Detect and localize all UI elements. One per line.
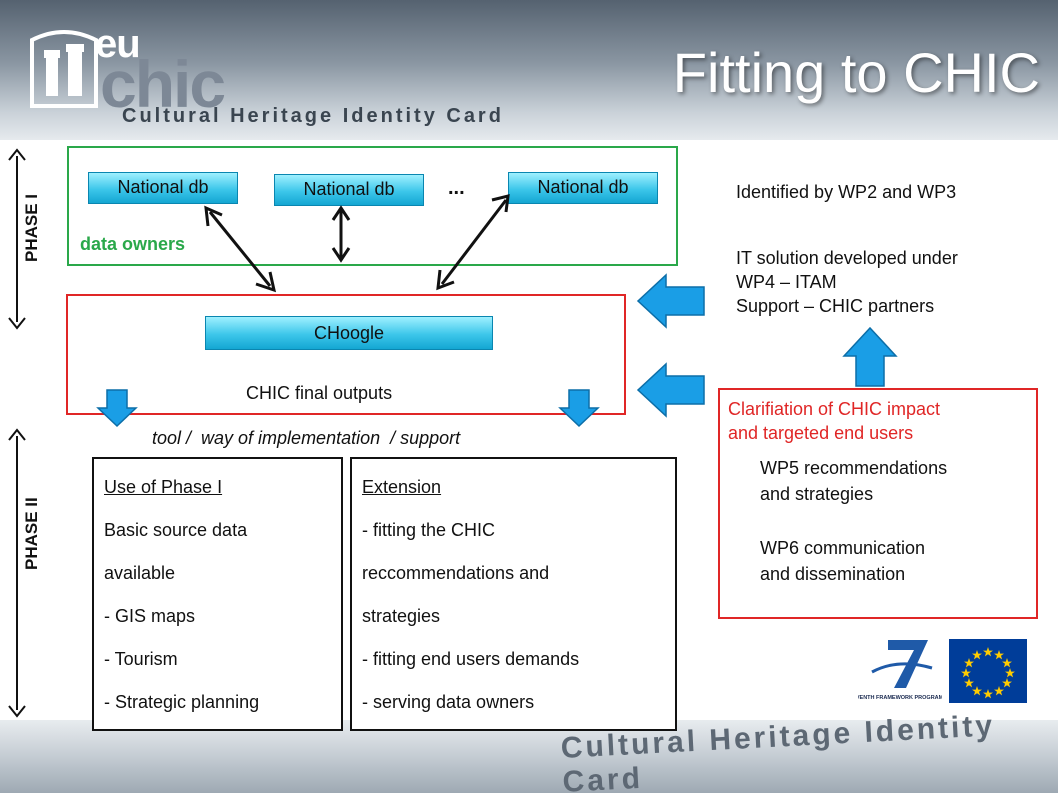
national-db-1: National db xyxy=(88,172,238,204)
phase1-double-arrow-icon xyxy=(8,148,26,330)
extension-line: - fitting the CHIC xyxy=(362,520,496,540)
national-db-2: National db xyxy=(274,174,424,206)
down-arrow-left-icon xyxy=(96,389,138,428)
down-arrow-right-icon xyxy=(558,389,600,428)
clarification-box xyxy=(718,388,1038,619)
header-background xyxy=(0,0,1058,140)
extension-line: reccommendations and xyxy=(362,563,550,583)
castle-logo-icon xyxy=(30,30,98,108)
left-arrow-lower-icon xyxy=(636,362,705,418)
extension-line: strategies xyxy=(362,606,441,626)
svg-text:SEVENTH FRAMEWORK PROGRAMME: SEVENTH FRAMEWORK PROGRAMME xyxy=(858,695,942,701)
chic-final-outputs-label: CHIC final outputs xyxy=(246,383,393,403)
use-phase1-line: Basic source data xyxy=(104,520,248,540)
wp5-text: WP5 recommendations and strategies xyxy=(760,455,947,507)
clarification-text: Clarifiation of CHIC impact and targeted… xyxy=(728,397,940,445)
phase2-double-arrow-icon xyxy=(8,428,26,718)
ellipsis: ... xyxy=(448,177,465,199)
it-solution-text: IT solution developed under WP4 – ITAM S… xyxy=(736,246,958,318)
national-db-3: National db xyxy=(508,172,658,204)
use-phase1-line: - Strategic planning xyxy=(104,692,260,712)
up-arrow-icon xyxy=(842,326,898,387)
extension-line: Extension xyxy=(362,477,442,497)
it-solution-line: IT solution developed under xyxy=(736,248,958,268)
wp5-line: and strategies xyxy=(760,484,874,504)
use-phase1-line: - Tourism xyxy=(104,649,178,669)
use-phase1-line: - GIS maps xyxy=(104,606,196,626)
clarification-line: and targeted end users xyxy=(728,423,914,443)
clarification-line: Clarifiation of CHIC impact xyxy=(728,399,941,419)
eu-flag-icon xyxy=(948,638,1028,704)
slide-title: Fitting to CHIC xyxy=(672,41,1040,104)
arrow-db3-to-choogle-icon xyxy=(436,194,510,291)
implementation-label: tool / way of implementation / support xyxy=(152,428,461,448)
data-owners-label: data owners xyxy=(80,234,186,254)
use-phase1-box: Use of Phase I Basic source data availab… xyxy=(92,457,343,731)
arrow-db1-to-choogle-icon xyxy=(204,205,277,293)
logo-subtitle: Cultural Heritage Identity Card xyxy=(122,105,504,127)
choogle-button: CHoogle xyxy=(205,316,493,350)
wp5-line: WP5 recommendations xyxy=(760,458,948,478)
arrow-db2-to-choogle-icon xyxy=(331,205,351,263)
use-phase1-line: Use of Phase I xyxy=(104,477,223,497)
extension-line: - fitting end users demands xyxy=(362,649,580,669)
it-solution-line: WP4 – ITAM xyxy=(736,272,837,292)
wp6-text: WP6 communication and dissemination xyxy=(760,535,925,587)
data-owners-box xyxy=(67,146,678,266)
wp6-line: and dissemination xyxy=(760,564,906,584)
wp6-line: WP6 communication xyxy=(760,538,926,558)
footer-background xyxy=(0,720,1058,793)
logo-chic-text: chic xyxy=(100,47,226,121)
chic-outputs-box xyxy=(66,294,626,415)
extension-line: - serving data owners xyxy=(362,692,535,712)
it-solution-line: Support – CHIC partners xyxy=(736,296,935,316)
identified-text: Identified by WP2 and WP3 xyxy=(736,182,957,202)
fp7-logo-icon: SEVENTH FRAMEWORK PROGRAMME xyxy=(858,640,942,704)
extension-box: Extension - fitting the CHIC reccommenda… xyxy=(350,457,677,731)
left-arrow-upper-icon xyxy=(636,273,705,329)
logo-eu-text: eu xyxy=(95,22,141,66)
use-phase1-line: available xyxy=(104,563,176,583)
eu-flag-stars xyxy=(961,647,1015,699)
